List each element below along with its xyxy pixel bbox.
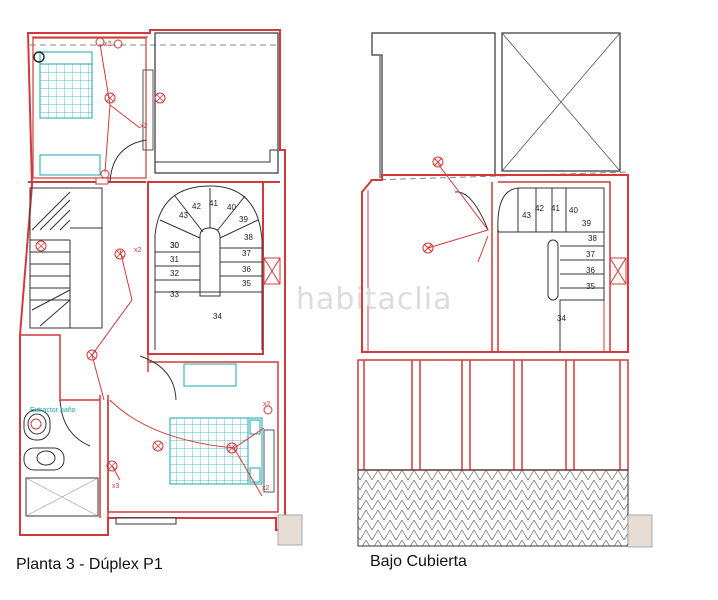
stair-r-41: 41 [551, 204, 560, 213]
roof-opening [501, 32, 621, 172]
elec-mark: x2 [262, 485, 270, 492]
stair-r-39: 39 [582, 219, 591, 228]
stair-r-42: 42 [535, 204, 544, 213]
shower-tray [25, 477, 99, 517]
stair-left-straight [29, 187, 103, 329]
stair-step-39: 39 [239, 215, 248, 224]
caption-left-plan: Planta 3 - Dúplex P1 [16, 556, 163, 573]
room-top-left [32, 37, 147, 179]
stair-right [497, 187, 605, 352]
room-bottom-bedroom [107, 361, 279, 513]
bath-note: Extractor baño [30, 407, 76, 414]
room-stair [147, 181, 264, 355]
left-outer-wall [19, 29, 286, 536]
roof-outline-left [371, 32, 496, 176]
stair-r-43: 43 [522, 211, 531, 220]
electrical-circuit-right [422, 156, 489, 263]
right-plan: 34 35 36 37 38 39 40 41 42 43 [357, 32, 653, 548]
stair-step-33: 33 [170, 290, 179, 299]
stair-step-32: 32 [170, 269, 179, 278]
light-points-left [30, 37, 273, 472]
stair-r-36: 36 [586, 266, 595, 275]
lower-structure [357, 359, 629, 471]
stair-step-41: 41 [209, 199, 218, 208]
stair-step-31: 31 [170, 255, 179, 264]
stair-r-38: 38 [588, 234, 597, 243]
stair-step-35: 35 [242, 279, 251, 288]
toilet-1 [23, 409, 51, 441]
stair-step-34: 34 [213, 312, 222, 321]
stair-r-37: 37 [586, 250, 595, 259]
stair-step-36: 36 [242, 265, 251, 274]
elec-mark: x2 [104, 41, 112, 48]
stair-r-35: 35 [586, 282, 595, 291]
caption-right-plan: Bajo Cubierta [370, 553, 467, 570]
elec-mark: x2 [140, 123, 148, 130]
stair-step-38: 38 [244, 233, 253, 242]
stair-step-30: 30 [170, 241, 179, 250]
elec-mark: x2 [263, 401, 271, 408]
bathroom-door-arc [59, 399, 91, 447]
room-top-right [154, 32, 279, 174]
stair-r-34: 34 [557, 314, 566, 323]
right-outer-wall [361, 174, 629, 353]
stair-step-40: 40 [227, 203, 236, 212]
elec-mark: x2 [134, 247, 142, 254]
elec-mark: x3 [112, 483, 120, 490]
bedroom-door-arc [139, 355, 177, 401]
watermark: habitaclia [296, 282, 453, 317]
stair-step-37: 37 [242, 249, 251, 258]
stair-r-40: 40 [569, 206, 578, 215]
stair-num: 30 [170, 241, 179, 250]
stair-step-42: 42 [192, 202, 201, 211]
stair-step-43: 43 [179, 211, 188, 220]
roof-tiles [357, 469, 629, 547]
left-plan: 30 30 31 32 33 34 35 36 37 38 39 40 41 4… [19, 29, 303, 546]
stair-left-spiral [154, 185, 263, 350]
toilet-2 [23, 447, 65, 471]
light-crosses-left [36, 93, 237, 471]
